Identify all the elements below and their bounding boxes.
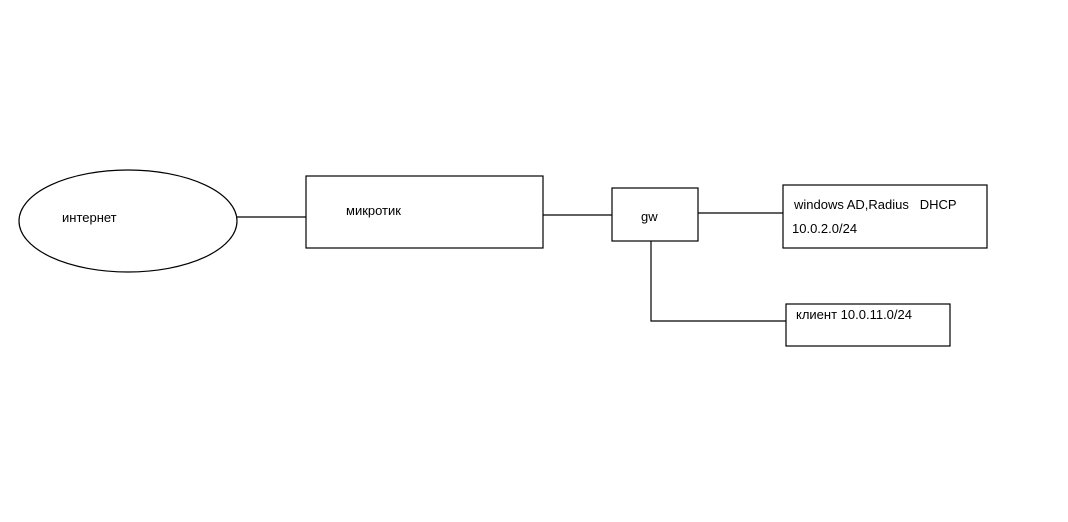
mikrotik-node [305,175,544,249]
link-gw-client-net [650,241,786,322]
gw-label: gw [641,209,658,224]
client-net-label: клиент 10.0.11.0/24 [796,307,912,322]
gw-node [611,187,699,242]
server-net-node [782,184,988,249]
server-net-label-line1: windows AD,Radius DHCP [794,197,957,212]
server-net-label-line2: 10.0.2.0/24 [792,221,858,236]
internet-label: интернет [62,210,117,225]
mikrotik-label: микротик [346,203,401,218]
internet-node [18,169,238,273]
client-net-node [785,303,951,347]
